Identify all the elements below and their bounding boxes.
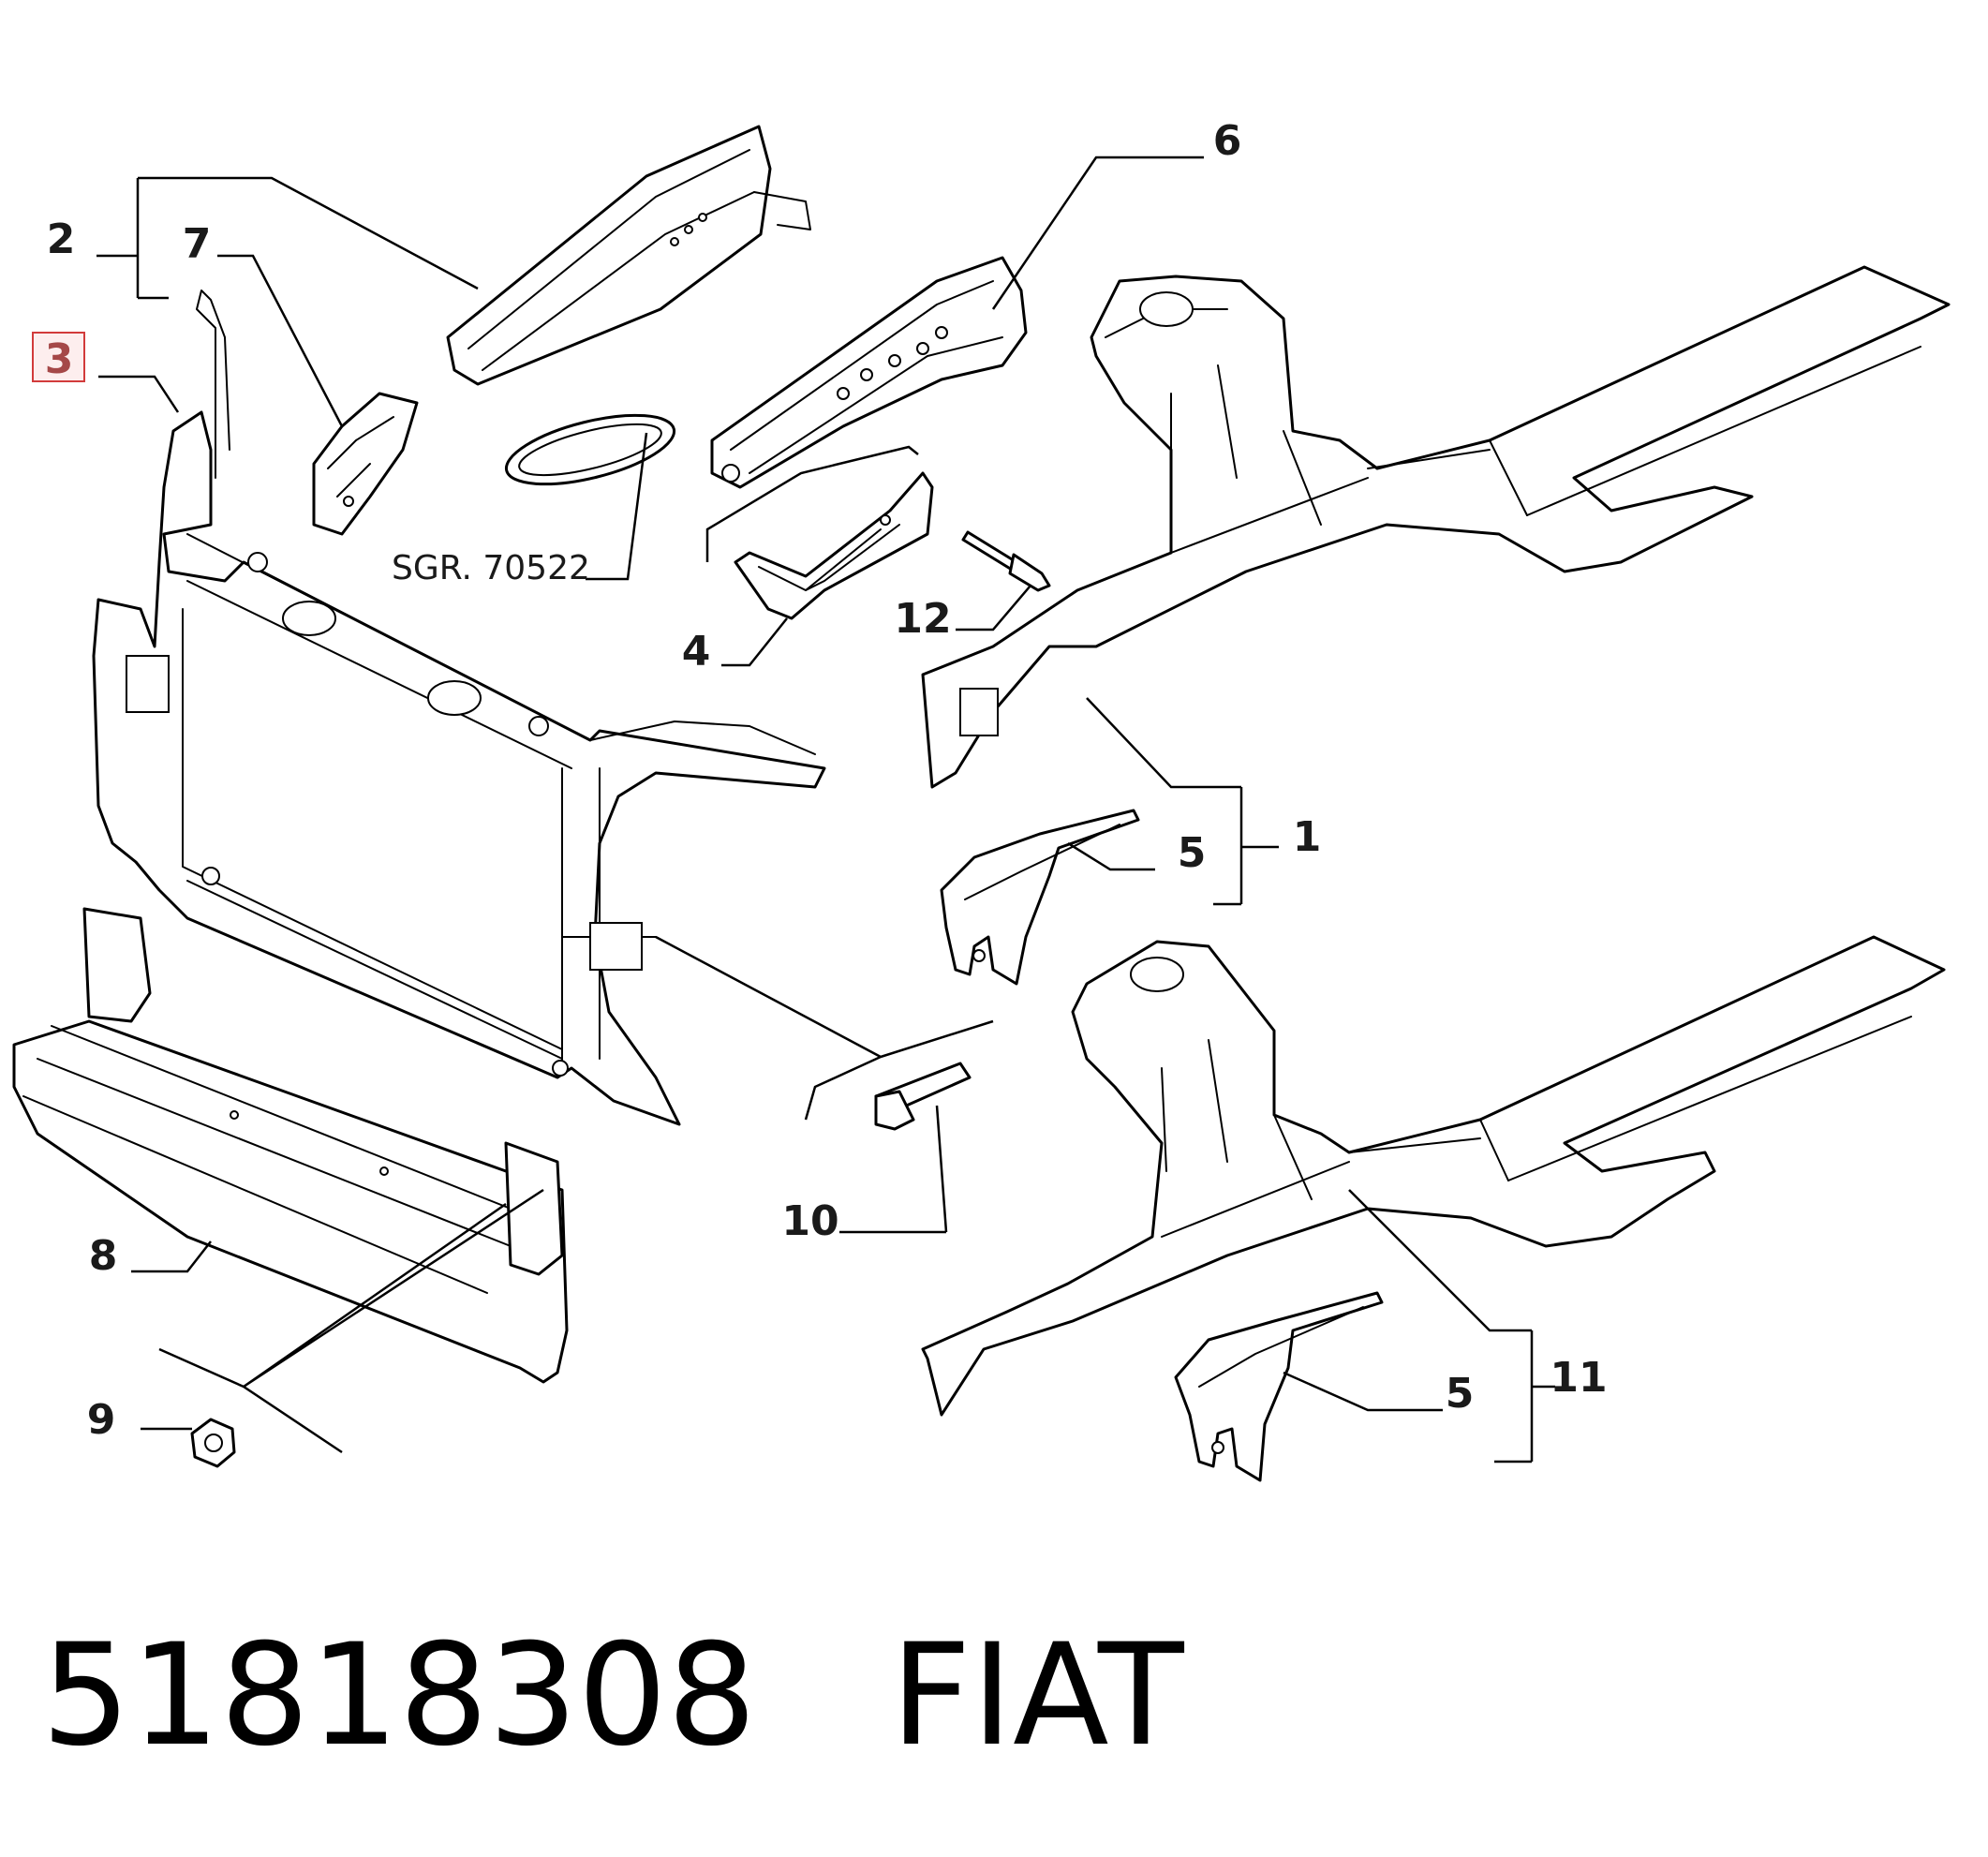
- part-1-side-member-upper: [921, 265, 1951, 789]
- part-10-bolt: [874, 1062, 972, 1131]
- callout-4: 4: [682, 628, 711, 676]
- leader-3: [98, 375, 180, 413]
- part-12-pin: [961, 530, 1051, 592]
- callout-3: 3: [45, 335, 74, 383]
- callout-labels: 1 2 3 4 5 5 6 7 8 9 10 11 12 SGR. 70522: [45, 117, 1608, 1444]
- part-2-upper-rail: [446, 125, 811, 386]
- leader-7: [217, 254, 344, 427]
- brand-name: FIAT: [890, 1614, 1184, 1777]
- part-9-nut: [190, 1418, 236, 1468]
- callout-3-highlight: [32, 332, 85, 382]
- part-5-bracket-upper: [940, 809, 1140, 986]
- part-11-side-member-lower: [921, 935, 1946, 1417]
- callout-12: 12: [894, 595, 951, 643]
- callout-5-upper: 5: [1178, 829, 1207, 877]
- leader-4: [705, 445, 919, 667]
- leader-11: [1348, 1189, 1555, 1463]
- footer-part-info: 51818308 FIAT: [41, 1626, 1184, 1766]
- leader-5a: [1067, 841, 1155, 871]
- leader-12: [956, 585, 1031, 631]
- callout-11: 11: [1550, 1354, 1607, 1402]
- leader-9b: [158, 1188, 544, 1454]
- callout-8: 8: [89, 1232, 118, 1280]
- callout-7: 7: [183, 220, 212, 268]
- part-number: 51818308: [41, 1614, 757, 1777]
- leader-5b: [1283, 1371, 1443, 1412]
- leader-6: [991, 156, 1204, 310]
- part-5-bracket-lower: [1174, 1291, 1384, 1482]
- part-6-upper-member: [710, 256, 1028, 489]
- part-4-bracket: [734, 471, 934, 620]
- leader-2: [96, 176, 479, 300]
- leader-1: [1086, 697, 1279, 906]
- leader-8: [131, 1240, 212, 1273]
- callout-10: 10: [781, 1197, 838, 1245]
- part-3-radiator-support: [92, 290, 826, 1126]
- callout-2: 2: [47, 215, 76, 263]
- leader-lines: [96, 156, 1555, 1463]
- leader-sgr: [586, 432, 648, 581]
- part-8-bumper-beam: [12, 907, 569, 1384]
- callout-6: 6: [1213, 117, 1242, 165]
- reference-code: SGR. 70522: [392, 549, 590, 587]
- leader-10: [655, 935, 994, 1234]
- callout-1: 1: [1293, 813, 1322, 861]
- part-7-bracket: [312, 392, 419, 536]
- seal-oval-gasket: [504, 413, 676, 486]
- callout-9: 9: [87, 1396, 116, 1444]
- callout-5-lower: 5: [1446, 1370, 1475, 1418]
